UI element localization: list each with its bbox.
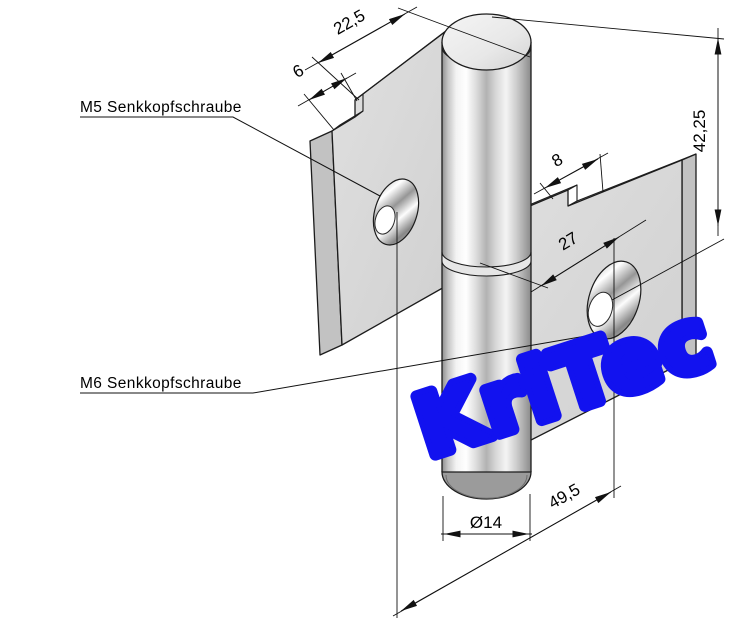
leader-lines: [80, 116, 587, 394]
pin-knuckle-ring: [441, 251, 532, 277]
pin-top-cap: [441, 13, 532, 71]
dim-text-8: 8: [548, 150, 566, 171]
label-m5-senkkopfschraube: M5 Senkkopfschraube: [80, 99, 242, 116]
m6-leader-line: [80, 335, 587, 394]
part-labels: M5 Senkkopfschraube M6 Senkkopfschraube: [80, 99, 242, 392]
dim-text-6: 6: [289, 61, 307, 82]
dimension-lines: [80, 6, 725, 618]
dimension-27: [479, 219, 647, 293]
pin-bottom-cap: [441, 471, 532, 500]
dimension-8: [533, 152, 609, 200]
dim-text-42-25: 42,25: [690, 110, 709, 153]
dim-text-22-5: 22,5: [330, 6, 368, 39]
m5-countersunk-hole: [372, 178, 420, 246]
m5-leader-line: [80, 116, 381, 197]
dim-text-dia-14: Ø14: [470, 513, 502, 532]
dimension-6: [297, 72, 358, 131]
dim-text-49-5: 49,5: [545, 480, 583, 513]
m5-hole-bore: [374, 205, 396, 235]
left-plate: [309, 18, 463, 356]
dimension-dia-14: [441, 494, 532, 541]
m6-hole-bore: [587, 291, 614, 327]
dimension-42-25: [491, 16, 725, 301]
dimension-49-5: [392, 212, 622, 618]
hinge-pin: [441, 13, 532, 500]
left-plate-top-edges: [331, 26, 452, 132]
pin-body: [442, 42, 531, 472]
label-m6-senkkopfschraube: M6 Senkkopfschraube: [80, 375, 242, 392]
